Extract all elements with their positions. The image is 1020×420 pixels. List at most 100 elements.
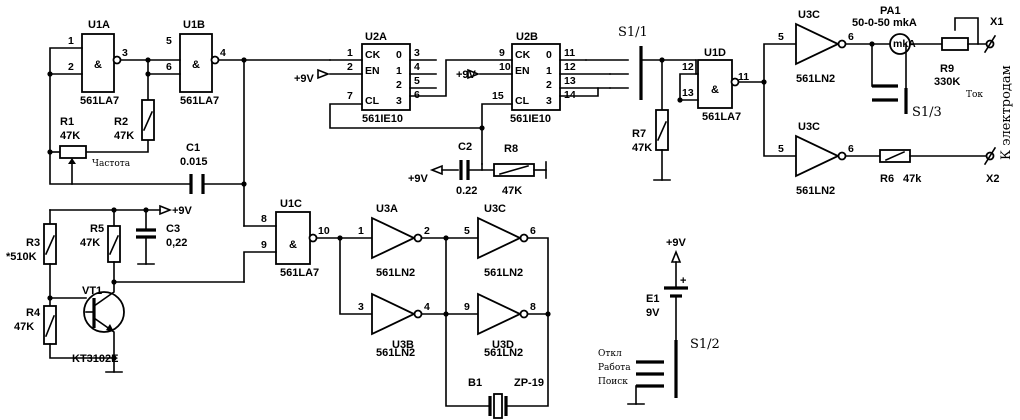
u2a-supply: +9V — [294, 68, 331, 85]
svg-text:2: 2 — [546, 79, 552, 91]
u1a-ref: U1A — [88, 19, 110, 31]
svg-text:3: 3 — [396, 95, 402, 107]
svg-text:50-0-50 mkA: 50-0-50 mkA — [852, 17, 917, 29]
c2-capacitor: C2 0.22 +9V — [408, 141, 495, 197]
svg-text:EN: EN — [365, 65, 380, 77]
svg-text:47K: 47K — [632, 142, 652, 154]
svg-text:8: 8 — [530, 301, 536, 313]
svg-text:561LN2: 561LN2 — [484, 347, 523, 359]
svg-text:47K: 47K — [14, 321, 34, 333]
svg-text:0: 0 — [546, 49, 552, 61]
svg-text:11: 11 — [738, 71, 749, 83]
svg-text:10: 10 — [318, 225, 330, 237]
svg-text:1: 1 — [68, 35, 74, 47]
svg-text:EN: EN — [515, 65, 530, 77]
svg-text:10: 10 — [499, 61, 511, 73]
svg-text:3: 3 — [122, 47, 128, 59]
svg-text:2: 2 — [424, 225, 430, 237]
svg-text:X1: X1 — [990, 16, 1003, 28]
svg-text:5: 5 — [166, 35, 172, 47]
svg-text:9: 9 — [261, 239, 267, 251]
svg-text:2: 2 — [68, 61, 74, 73]
u3c-meter-inverter: U3C 561LN2 5 6 — [778, 9, 893, 87]
svg-text:561LN2: 561LN2 — [376, 267, 415, 279]
supply-9v-mid: +9V — [49, 204, 193, 217]
svg-text:&: & — [711, 84, 719, 96]
osc-wires — [47, 47, 331, 227]
u1b-ref: U1B — [183, 19, 205, 31]
svg-text:13: 13 — [682, 87, 694, 99]
svg-text:47K: 47K — [114, 130, 134, 142]
svg-text:47K: 47K — [80, 237, 100, 249]
svg-text:12: 12 — [682, 61, 694, 73]
svg-text:*510K: *510K — [6, 251, 37, 263]
svg-text:5: 5 — [414, 75, 420, 87]
svg-text:561LA7: 561LA7 — [280, 267, 319, 279]
svg-text:+9V: +9V — [172, 205, 193, 217]
svg-text:+9V: +9V — [408, 173, 429, 185]
svg-text:5: 5 — [464, 225, 470, 237]
svg-text:561LN2: 561LN2 — [796, 185, 835, 197]
svg-text:561IE10: 561IE10 — [510, 113, 551, 125]
svg-text:R2: R2 — [114, 116, 128, 128]
b1-resonator: B1 ZP-19 — [443, 235, 544, 419]
u3c-electrode-inverter: U3C 561LN2 5 6 R6 47k X2 — [778, 121, 999, 197]
svg-text:561IE10: 561IE10 — [362, 113, 403, 125]
electrodes-label: К электродам — [999, 65, 1014, 160]
terminal-x1: X1 — [983, 16, 1003, 54]
svg-text:&: & — [94, 59, 102, 71]
svg-text:+9V: +9V — [294, 73, 315, 85]
svg-text:B1: B1 — [468, 377, 482, 389]
svg-text:&: & — [289, 239, 297, 251]
u1d-out-wires — [738, 43, 797, 157]
svg-text:561LN2: 561LN2 — [376, 347, 415, 359]
svg-text:U3C: U3C — [484, 203, 506, 215]
svg-text:1: 1 — [396, 65, 402, 77]
svg-text:R4: R4 — [26, 307, 41, 319]
svg-text:15: 15 — [492, 90, 504, 102]
svg-text:U3C: U3C — [798, 9, 820, 21]
svg-text:4: 4 — [414, 61, 420, 73]
svg-text:mkA: mkA — [893, 38, 916, 50]
svg-text:+9V: +9V — [666, 237, 687, 249]
svg-text:Откл: Откл — [598, 349, 622, 359]
svg-text:9: 9 — [499, 47, 505, 59]
svg-text:12: 12 — [564, 61, 576, 73]
svg-text:1: 1 — [358, 225, 364, 237]
svg-text:KT3102E: KT3102E — [72, 353, 118, 365]
svg-text:U3A: U3A — [376, 203, 398, 215]
u2b-counter: U2B 561IE10 CK EN CL 0 1 2 3 9 10 15 11 … — [492, 31, 576, 125]
svg-text:U3C: U3C — [798, 121, 820, 133]
svg-text:6: 6 — [848, 31, 854, 43]
u3a-inverter: U3A 561LN2 1 2 — [358, 203, 479, 279]
svg-text:3: 3 — [546, 95, 552, 107]
svg-text:R8: R8 — [504, 143, 518, 155]
svg-text:ZP-19: ZP-19 — [514, 377, 544, 389]
svg-text:561LA7: 561LA7 — [702, 111, 741, 123]
svg-text:CL: CL — [365, 95, 380, 107]
svg-text:R1: R1 — [60, 116, 74, 128]
switch-s1-2: S1/2 Откл Работа Поиск — [598, 337, 720, 405]
svg-text:E1: E1 — [646, 293, 659, 305]
u1a-type: 561LA7 — [80, 95, 119, 107]
svg-text:R7: R7 — [632, 128, 646, 140]
svg-text:3: 3 — [358, 301, 364, 313]
u1a-gate: & U1A 561LA7 1 2 3 — [68, 19, 128, 107]
u1c-gate: & U1C 561LA7 8 9 10 — [243, 198, 373, 315]
svg-text:0.22: 0.22 — [456, 185, 477, 197]
r2-resistor: R2 47K — [114, 99, 155, 142]
svg-text:VT1: VT1 — [82, 285, 102, 297]
vt1-transistor: VT1 KT3102E — [47, 263, 245, 373]
svg-text:1: 1 — [546, 65, 552, 77]
svg-text:9: 9 — [464, 301, 470, 313]
svg-text:6: 6 — [166, 61, 172, 73]
svg-text:6: 6 — [530, 225, 536, 237]
u1b-type: 561LA7 — [180, 95, 219, 107]
u2a-counter: U2A 561IE10 CK EN CL 0 1 2 3 1 2 7 3 4 5… — [347, 31, 420, 125]
u2b-supply: +9V — [456, 68, 481, 81]
svg-text:S1/3: S1/3 — [912, 105, 942, 120]
svg-text:47K: 47K — [502, 185, 522, 197]
c1-capacitor: C1 0.015 — [180, 142, 208, 194]
u3c-lower-inverter: U3C 561LN2 5 6 — [464, 203, 549, 315]
counter-wires — [329, 59, 611, 165]
